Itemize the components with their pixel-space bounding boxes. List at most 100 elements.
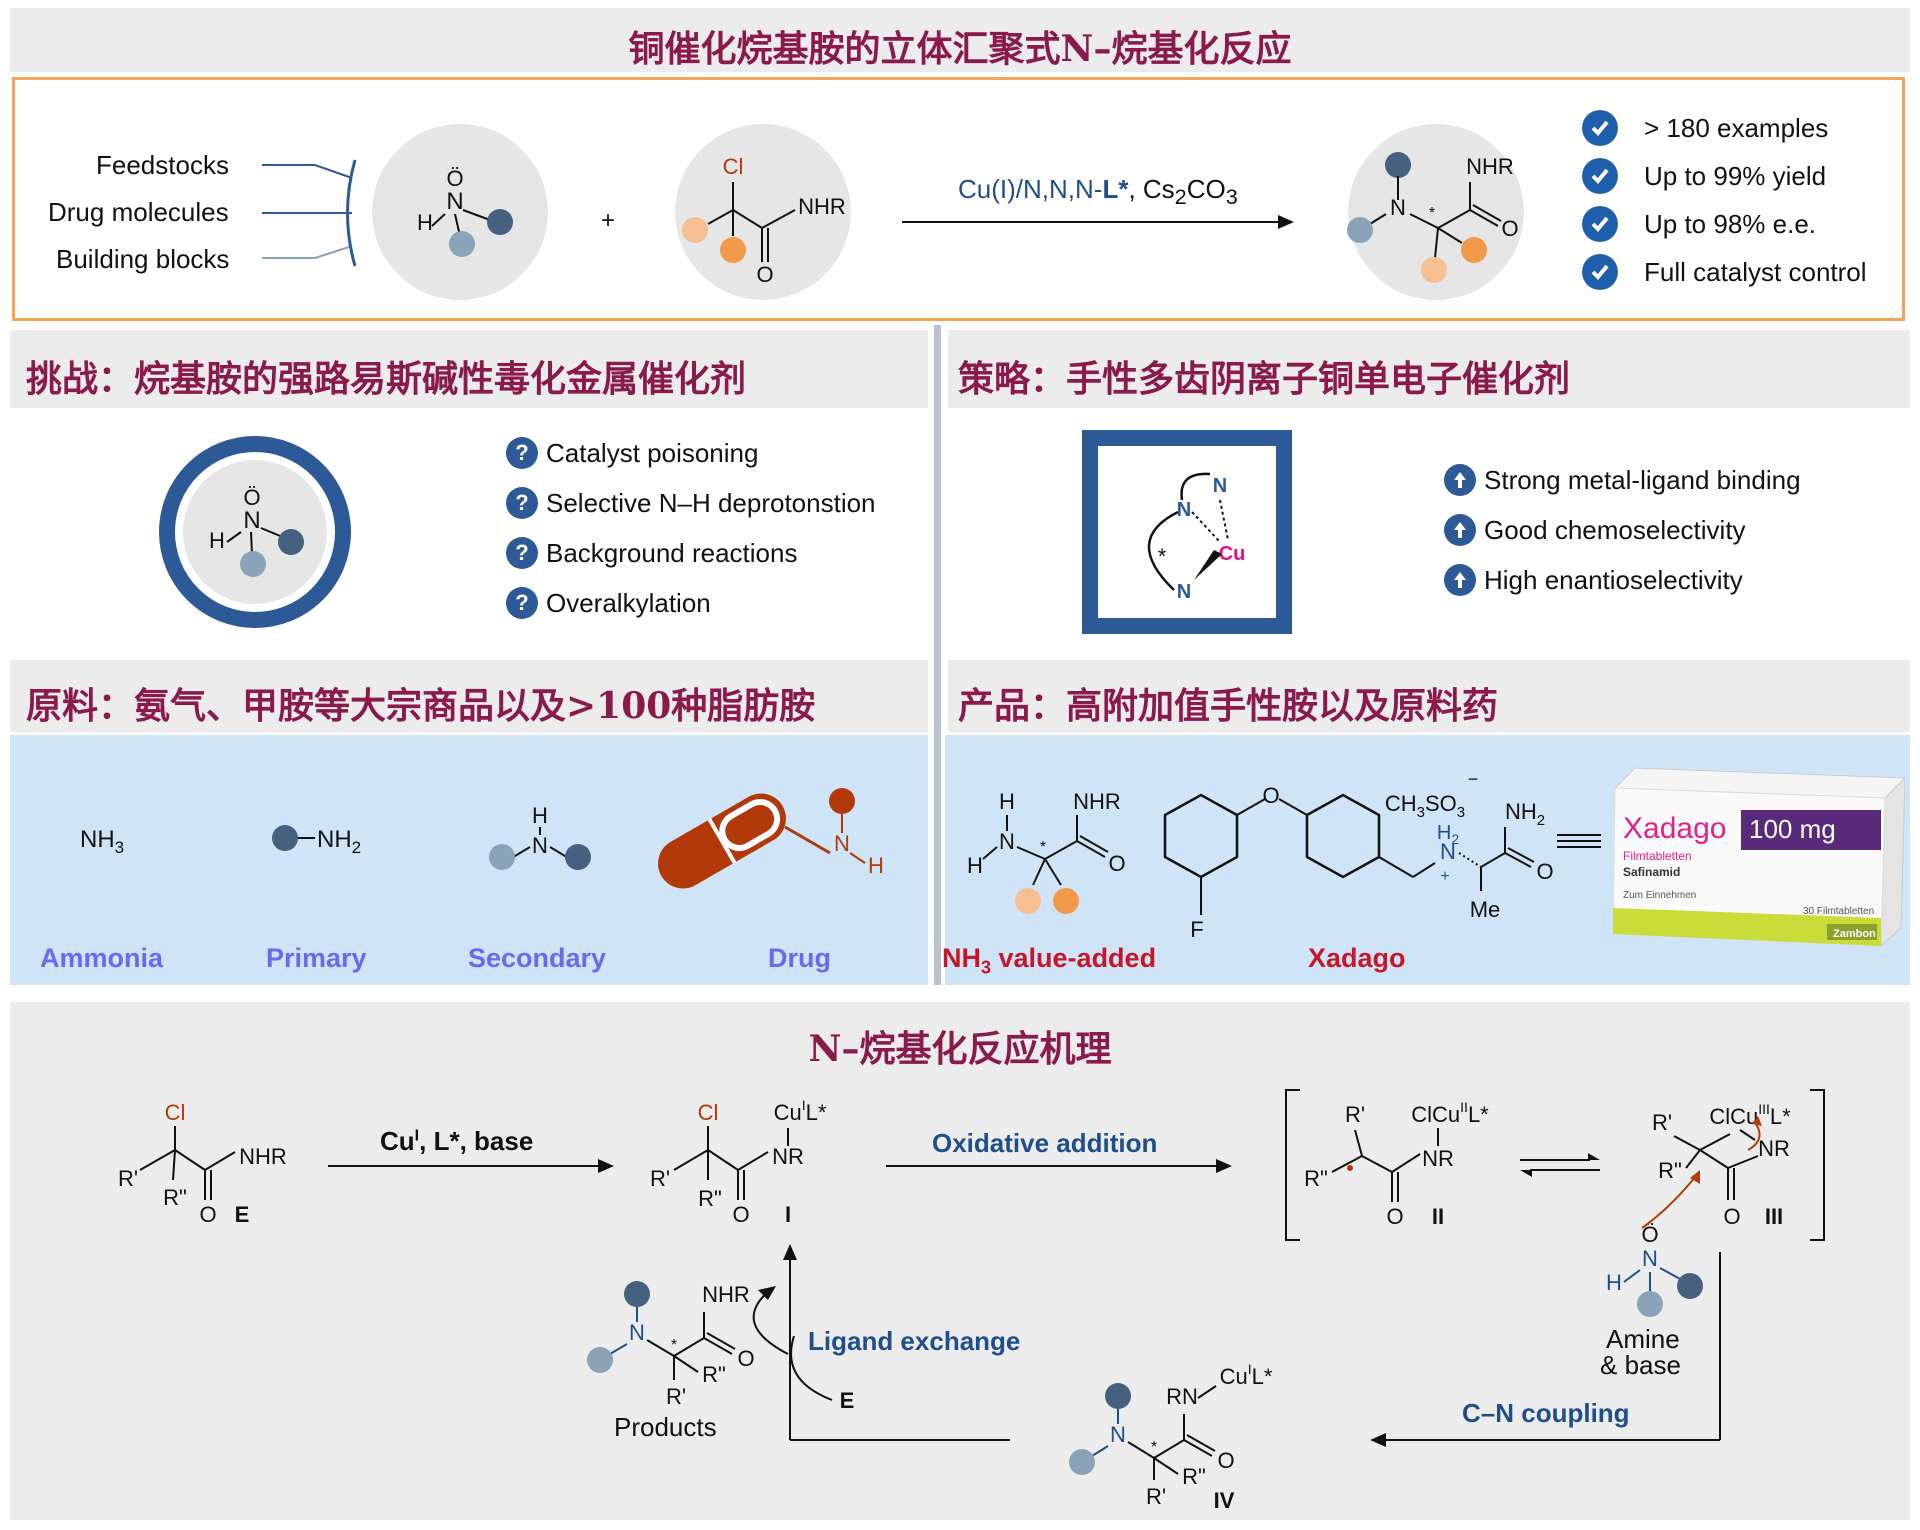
feedstock-panel [10,735,928,985]
label-secondary: Secondary [468,943,607,973]
svg-text:Zum Einnehmen: Zum Einnehmen [1623,890,1696,901]
source-building-blocks: Building blocks [56,244,230,274]
benefit-label: Full catalyst control [1644,256,1867,287]
strategy-item-label: High enantioselectivity [1484,564,1743,595]
mechanism-scheme: Cl R' R" NHR O E Cl R' R" NR CuIL* O I R… [118,1089,1825,1513]
benefit-label: > 180 examples [1644,112,1829,143]
column-divider [934,325,941,985]
check-icon [1582,206,1618,242]
svg-text:+: + [1440,868,1449,885]
svg-text:*: * [1040,839,1046,856]
strategy-item: Good chemoselectivity [1444,514,1746,546]
step1-cu: Cu [380,1126,415,1156]
svg-text:NR: NR [1758,1136,1790,1161]
svg-text:O: O [732,1202,749,1227]
svg-text:Ö: Ö [1641,1222,1658,1247]
svg-text:*: * [671,1337,677,1354]
svg-text:N: N [1177,581,1191,603]
title-band [10,8,1910,72]
step1-rest: , L*, base [419,1126,534,1156]
svg-text:NHR: NHR [1073,789,1121,814]
mechanism-title: N–烷基化反应机理 [808,1028,1112,1070]
svg-text:H2: H2 [1437,822,1459,847]
svg-text:O: O [1536,859,1553,884]
svg-text:R': R' [1146,1484,1166,1509]
svg-text:Safinamid: Safinamid [1623,865,1680,879]
benefit-item: > 180 examples [1582,110,1828,146]
benefit-item: Full catalyst control [1582,254,1867,290]
svg-text:−: − [1468,769,1479,789]
challenge-band [10,330,928,408]
overview-scheme: Ö N H + Cl O NHR N * NHR O [262,124,1524,300]
svg-text:H: H [209,528,225,553]
label-ammonia: Ammonia [40,943,164,973]
copper-catalyst-graphic: N N Cu N * [1082,430,1292,634]
svg-text:O: O [1386,1204,1403,1229]
svg-text:H: H [417,210,433,235]
svg-text:RN: RN [1166,1384,1198,1409]
svg-text:O: O [1501,216,1518,241]
base-label: & base [1600,1350,1681,1380]
svg-text:E: E [235,1202,250,1227]
svg-text:R': R' [1345,1102,1365,1127]
feedstock-band [10,660,928,732]
conditions-base: , Cs [1128,174,1175,204]
svg-text:Me: Me [1470,897,1501,922]
svg-text:II: II [1432,1204,1444,1229]
svg-text:O: O [1217,1448,1234,1473]
svg-text:NR: NR [772,1144,804,1169]
label-primary: Primary [266,943,367,973]
svg-text:R": R" [1182,1464,1206,1489]
question-icon: ? [506,587,538,619]
overview-box [12,77,1905,321]
strategy-item: Strong metal-ligand binding [1444,464,1801,496]
challenge-item-label: Catalyst poisoning [546,437,759,468]
cn-coupling-label: C–N coupling [1462,1398,1630,1428]
svg-text:R': R' [1652,1110,1672,1135]
svg-text:N: N [1110,1422,1126,1447]
svg-text:Ö: Ö [243,485,260,510]
svg-text:O: O [1262,783,1279,808]
svg-text:N: N [532,833,548,858]
svg-text:NHR: NHR [798,194,846,219]
challenge-item-label: Selective N–H deprotonstion [546,487,876,518]
amine-label: Amine [1606,1324,1680,1354]
label-drug: Drug [768,943,831,973]
xadago-box-image: Xadago 100 mg Filmtabletten Safinamid Zu… [1612,767,1905,948]
benefit-label: Up to 99% yield [1644,160,1827,191]
svg-text:R': R' [118,1166,138,1191]
feedstock-title: 原料：氨气、甲胺等大宗商品以及>100种脂肪胺 [26,685,816,727]
strategy-item-label: Strong metal-ligand binding [1484,464,1801,495]
products-label: Products [614,1412,717,1442]
svg-text:+: + [601,207,615,234]
svg-text:O: O [199,1202,216,1227]
svg-text:NHR: NHR [239,1144,287,1169]
check-icon [1582,158,1618,194]
svg-text:E: E [840,1388,855,1413]
ligand-exchange-label: Ligand exchange [808,1326,1021,1356]
arrow-up-icon [1444,564,1476,596]
strategy-band [948,330,1910,408]
svg-text:N: N [1642,1246,1658,1271]
product-band [948,660,1910,732]
source-drug-molecules: Drug molecules [48,197,229,227]
strategy-item-label: Good chemoselectivity [1484,514,1746,545]
challenge-item-label: Background reactions [546,537,798,568]
svg-text:H: H [532,803,548,828]
challenge-item-label: Overalkylation [546,587,711,618]
svg-text:*: * [1151,1439,1157,1456]
challenge-amine-graphic: Ö N H [159,436,351,628]
challenge-item: ? Overalkylation [506,587,711,619]
svg-text:F: F [1190,917,1203,942]
conditions-co: CO [1186,174,1226,204]
check-icon [1582,110,1618,146]
svg-text:CuIL*: CuIL* [1220,1361,1273,1389]
mechanism-band [10,1002,1910,1520]
svg-text:NR: NR [1422,1146,1454,1171]
reaction-conditions: Cu(I)/N,N,N-L*, Cs2CO3 [958,174,1238,210]
svg-text:R': R' [650,1166,670,1191]
svg-text:NHR: NHR [1466,154,1514,179]
benefit-label: Up to 98% e.e. [1644,208,1816,239]
strategy-title: 策略：手性多齿阴离子铜单电子催化剂 [958,358,1571,400]
label-xadago: Xadago [1308,943,1406,973]
